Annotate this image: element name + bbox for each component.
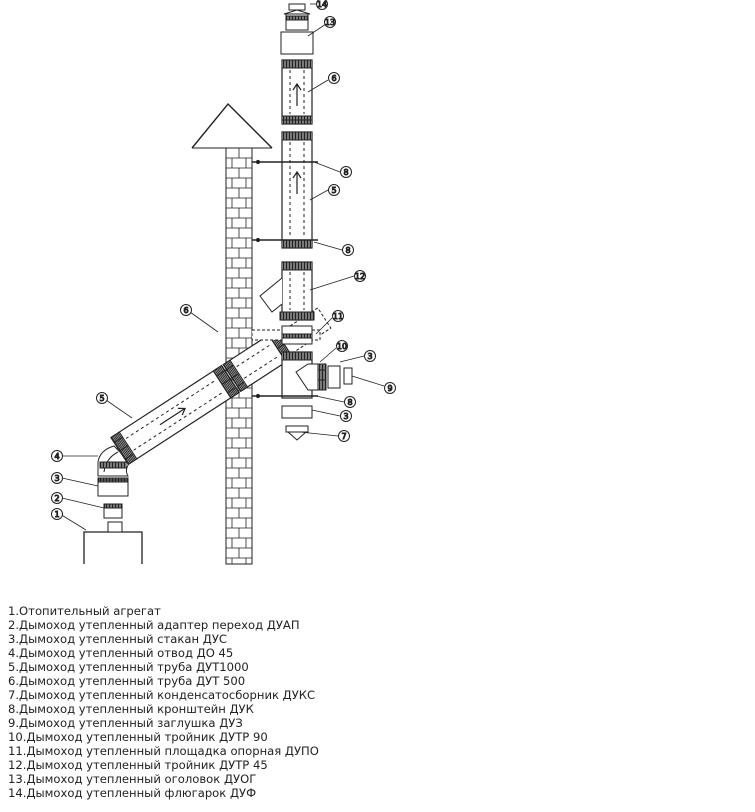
svg-text:9: 9 — [387, 384, 392, 393]
callout-8-middle: 8 — [342, 244, 354, 256]
legend-item-2: 2.Дымоход утепленный адаптер переход ДУА… — [8, 618, 300, 632]
svg-text:1: 1 — [54, 510, 59, 519]
wall-bracket-lower — [252, 393, 318, 399]
svg-text:8: 8 — [343, 168, 348, 177]
legend-item-4: 4.Дымоход утепленный отвод ДО 45 — [8, 646, 234, 660]
svg-text:5: 5 — [331, 186, 336, 195]
legend-item-12: 12.Дымоход утепленный тройник ДУТР 45 — [8, 758, 268, 772]
callout-3-bottom: 3 — [340, 410, 352, 422]
callout-8-lower: 8 — [344, 396, 356, 408]
callout-7: 7 — [338, 430, 350, 442]
callout-13: 13 — [324, 16, 336, 28]
svg-text:6: 6 — [183, 306, 188, 315]
svg-text:3: 3 — [54, 474, 59, 483]
svg-text:14: 14 — [317, 0, 327, 9]
svg-text:3: 3 — [367, 352, 372, 361]
tee-90 — [281, 351, 327, 399]
legend-item-11: 11.Дымоход утепленный площадка опорная Д… — [8, 744, 319, 758]
insulated-cup-lower — [97, 477, 129, 497]
callout-3-right: 3 — [364, 350, 376, 362]
tee-45 — [259, 261, 315, 321]
callout-8-upper: 8 — [340, 166, 352, 178]
svg-text:4: 4 — [54, 452, 59, 461]
insulated-cup-bottom — [281, 405, 313, 419]
vertical-chimney-stack — [251, 3, 353, 441]
callout-10: 10 — [336, 340, 348, 352]
svg-text:2: 2 — [54, 494, 59, 503]
weather-vane-cap — [283, 3, 311, 31]
parts-legend: 1.Отопительный агрегат 2.Дымоход утеплен… — [8, 604, 319, 800]
svg-text:7: 7 — [341, 432, 346, 441]
vertical-pipe-1000 — [281, 131, 313, 249]
support-platform — [251, 325, 321, 345]
heating-unit — [83, 521, 143, 564]
svg-text:13: 13 — [325, 18, 335, 27]
legend-item-8: 8.Дымоход утепленный кронштейн ДУК — [8, 702, 254, 716]
callout-1: 1 — [51, 508, 63, 520]
callout-6-upper: 6 — [328, 72, 340, 84]
chimney-head — [280, 31, 314, 55]
callout-2: 2 — [51, 492, 63, 504]
callout-11: 11 — [332, 310, 344, 322]
roof-outline — [191, 102, 273, 149]
legend-item-10: 10.Дымоход утепленный тройник ДУТР 90 — [8, 730, 268, 744]
legend-item-5: 5.Дымоход утепленный труба ДУТ1000 — [8, 660, 249, 674]
condensate-collector — [285, 425, 309, 441]
callout-5-upper: 5 — [328, 184, 340, 196]
callout-3-left: 3 — [51, 472, 63, 484]
svg-text:10: 10 — [337, 342, 347, 351]
callout-6-lower: 6 — [180, 304, 192, 316]
callout-9: 9 — [384, 382, 396, 394]
legend-item-1: 1.Отопительный агрегат — [8, 604, 161, 618]
svg-text:12: 12 — [355, 272, 365, 281]
callout-14: 14 — [316, 0, 328, 10]
svg-text:6: 6 — [331, 74, 336, 83]
flow-arrow-icon — [292, 170, 302, 194]
chimney-assembly-diagram: 14 13 6 8 5 8 12 11 10 3 9 8 3 7 6 5 4 3… — [51, 0, 396, 565]
svg-text:3: 3 — [343, 412, 348, 421]
insulated-cup-side — [327, 365, 341, 389]
legend-item-7: 7.Дымоход утепленный конденсатосборник Д… — [8, 688, 316, 702]
wall-bracket-upper — [252, 159, 318, 165]
legend-item-9: 9.Дымоход утепленный заглушка ДУЗ — [8, 716, 243, 730]
vertical-pipe-500 — [281, 59, 313, 125]
elbow-45 — [97, 445, 131, 477]
legend-item-6: 6.Дымоход утепленный труба ДУТ 500 — [8, 674, 246, 688]
wall-bracket-middle — [252, 237, 318, 243]
svg-text:8: 8 — [347, 398, 352, 407]
callout-markers: 14 13 6 8 5 8 12 11 10 3 9 8 3 7 6 5 4 3… — [51, 0, 396, 520]
legend-item-14: 14.Дымоход утепленный флюгарок ДУФ — [8, 786, 257, 800]
svg-text:8: 8 — [345, 246, 350, 255]
svg-text:5: 5 — [99, 394, 104, 403]
svg-text:11: 11 — [333, 312, 343, 321]
end-plug — [343, 367, 353, 385]
callout-leaders — [59, 3, 385, 531]
callout-4: 4 — [51, 450, 63, 462]
flow-arrow-icon — [159, 407, 187, 426]
callout-5-lower: 5 — [96, 392, 108, 404]
callout-12: 12 — [354, 270, 366, 282]
legend-item-13: 13.Дымоход утепленный оголовок ДУОГ — [8, 772, 257, 786]
flow-arrow-icon — [292, 82, 302, 106]
legend-item-3: 3.Дымоход утепленный стакан ДУС — [8, 632, 227, 646]
adapter-transition — [103, 503, 123, 519]
